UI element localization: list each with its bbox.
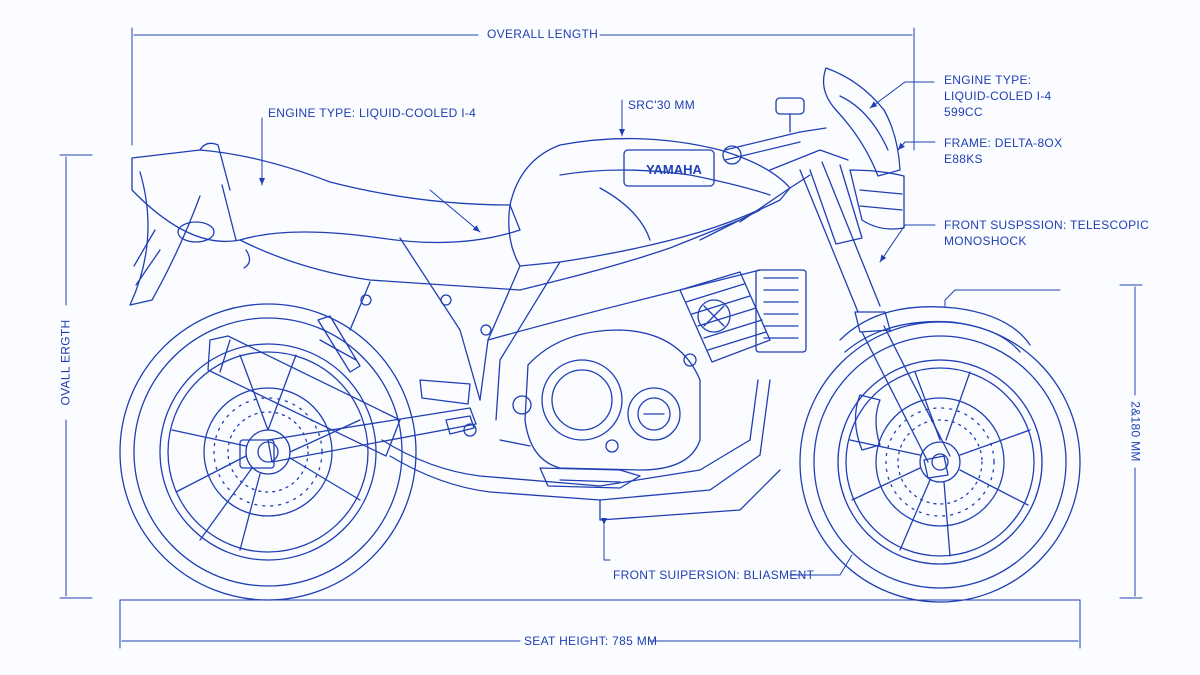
tank-dimension-label: SRC'30 MM bbox=[628, 98, 696, 112]
engine-type-right-value: LIQUID-COLED I-4 bbox=[944, 89, 1052, 103]
frame bbox=[349, 174, 811, 421]
engine bbox=[512, 269, 807, 489]
seat-height-label: SEAT HEIGHT: 785 MM bbox=[524, 634, 658, 648]
footpegs bbox=[445, 415, 531, 447]
front-suspension-label: FRONT SUSPSSION: TELESCOPIC bbox=[944, 218, 1150, 232]
exhaust bbox=[207, 335, 781, 521]
front-suspension-bottom-label: FRONT SUIPERSION: BLIASMENT bbox=[613, 568, 815, 582]
overall-length-vertical-label: OVALL ERGTH bbox=[58, 319, 73, 406]
rear-wheel bbox=[119, 303, 417, 601]
leader-lines bbox=[259, 81, 1061, 576]
front-suspension-sub-label: MONOSHOCK bbox=[944, 234, 1027, 248]
frame-label: FRAME: DELTA-8OX bbox=[944, 136, 1063, 150]
tail-and-seat bbox=[129, 142, 741, 306]
tank-brand-text: YAMAHA bbox=[646, 162, 702, 177]
front-wheel bbox=[799, 321, 1081, 603]
frame-sub-label: E88KS bbox=[944, 152, 983, 166]
fuel-tank bbox=[508, 137, 791, 267]
engine-displacement-label: 599CC bbox=[944, 105, 983, 119]
dimension-lines bbox=[59, 27, 1143, 649]
height-vertical-label: 2&180 MM bbox=[1128, 401, 1143, 462]
front-forks bbox=[799, 161, 1031, 479]
front-cockpit bbox=[722, 67, 905, 230]
engine-type-left-label: ENGINE TYPE: LIQUID-COOLED I-4 bbox=[268, 106, 477, 120]
swingarm bbox=[267, 315, 477, 463]
overall-length-label: OVERALL LENGTH bbox=[487, 27, 599, 41]
engine-type-right-label: ENGINE TYPE: bbox=[944, 73, 1032, 87]
